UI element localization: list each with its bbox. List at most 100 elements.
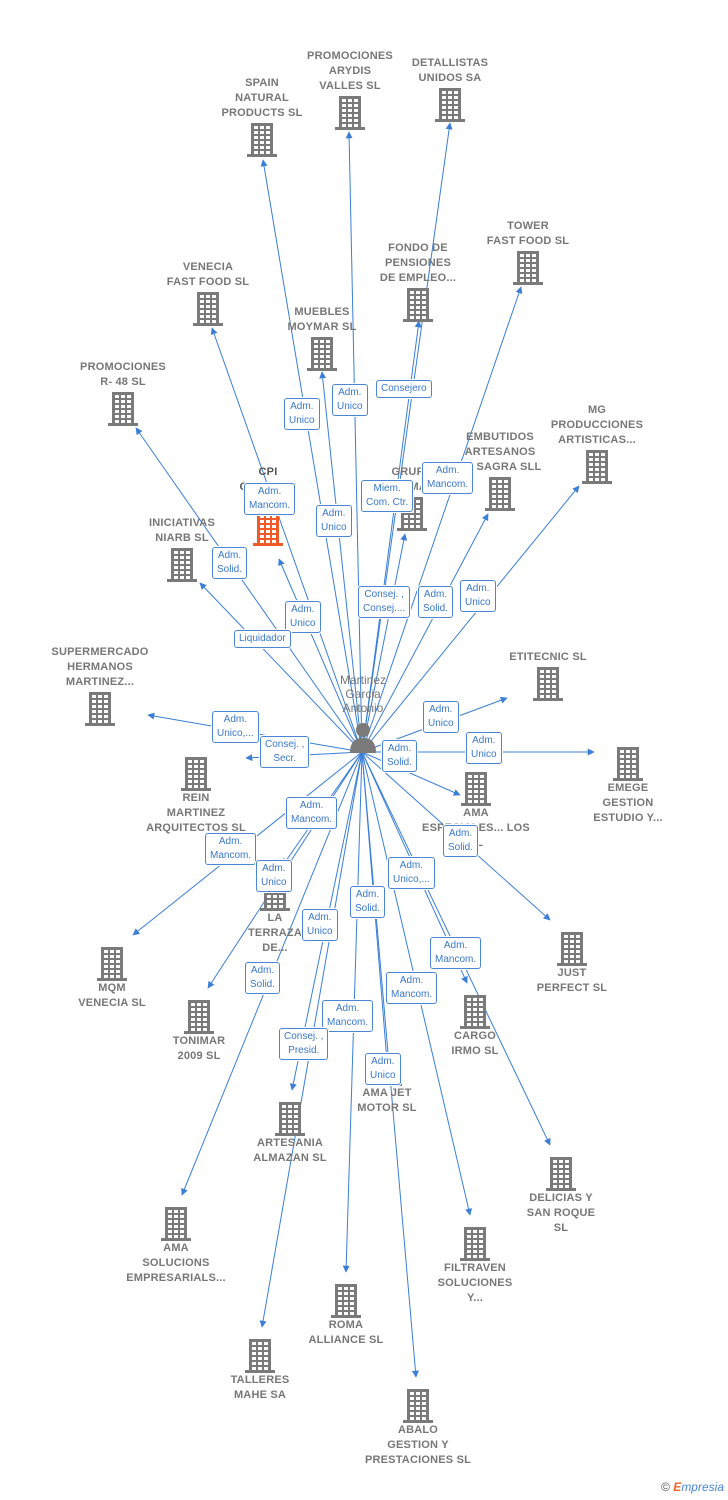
building-icon xyxy=(513,251,543,285)
company-node-emege[interactable]: EMEGE GESTION ESTUDIO Y... xyxy=(568,745,688,826)
building-icon xyxy=(533,667,563,701)
company-node-talleres[interactable]: TALLERES MAHE SA xyxy=(200,1337,320,1403)
company-node-ama_sol[interactable]: AMA SOLUCIONS EMPRESARIALS... xyxy=(116,1205,236,1286)
relation-label-r29[interactable]: Adm. Mancom. xyxy=(322,1000,374,1032)
company-node-supermercado[interactable]: SUPERMERCADO HERMANOS MARTINEZ... xyxy=(40,645,160,726)
company-node-detallistas[interactable]: DETALLISTAS UNIDOS SA xyxy=(390,56,510,122)
company-node-filtraven[interactable]: FILTRAVEN SOLUCIONES Y... xyxy=(415,1225,535,1306)
company-node-mqm[interactable]: MQM VENECIA SL xyxy=(52,945,172,1011)
relation-label-r27[interactable]: Adm. Solid. xyxy=(245,962,281,994)
building-icon xyxy=(108,392,138,426)
company-node-roma[interactable]: ROMA ALLIANCE SL xyxy=(286,1282,406,1348)
company-label: AMA JET MOTOR SL xyxy=(357,1087,417,1114)
building-icon xyxy=(161,1207,191,1241)
company-label: AMA SOLUCIONS EMPRESARIALS... xyxy=(126,1242,226,1284)
building-icon xyxy=(485,477,515,511)
building-icon xyxy=(557,932,587,966)
edge-muebles xyxy=(319,371,363,753)
building-icon xyxy=(193,292,223,326)
company-node-fondo[interactable]: FONDO DE PENSIONES DE EMPLEO... xyxy=(358,241,478,322)
building-icon xyxy=(582,450,612,484)
company-node-abalo[interactable]: ABALO GESTION Y PRESTACIONES SL xyxy=(358,1387,478,1468)
building-icon xyxy=(435,88,465,122)
empresia-credit[interactable]: © Empresia xyxy=(661,1480,724,1494)
company-node-tonimar[interactable]: TONIMAR 2009 SL xyxy=(139,998,259,1064)
edge-iniciativas xyxy=(199,582,363,753)
edge-embutidos xyxy=(361,513,489,753)
company-label: CARGO IRMO SL xyxy=(451,1030,499,1057)
relation-label-r8[interactable]: Adm. Solid. xyxy=(212,547,248,579)
building-icon xyxy=(253,512,283,546)
relation-label-r31[interactable]: Adm. Unico xyxy=(365,1053,401,1085)
building-icon xyxy=(546,1157,576,1191)
relation-label-r28[interactable]: Adm. Mancom. xyxy=(386,972,438,1004)
relation-label-r22[interactable]: Adm. Unico xyxy=(256,860,292,892)
relation-label-r20[interactable]: Adm. Mancom. xyxy=(205,833,257,865)
company-label: REIN MARTINEZ ARQUITECTOS SL xyxy=(146,792,246,834)
relation-label-r13[interactable]: Adm. Unico xyxy=(460,580,496,612)
company-label: MUEBLES MOYMAR SL xyxy=(287,306,357,333)
company-label: MG PRODUCCIONES ARTISTICAS... xyxy=(550,404,644,446)
relation-label-r2[interactable]: Adm. Unico xyxy=(332,384,368,416)
company-label: DELICIAS Y SAN ROQUE SL xyxy=(526,1192,596,1234)
company-node-muebles[interactable]: MUEBLES MOYMAR SL xyxy=(262,305,382,371)
relation-label-r7[interactable]: Adm. Unico xyxy=(316,505,352,537)
relation-label-r26[interactable]: Adm. Mancom. xyxy=(430,937,482,969)
company-node-embutidos[interactable]: EMBUTIDOS ARTESANOS LA SAGRA SLL xyxy=(440,430,560,511)
relation-label-r4[interactable]: Adm. Mancom. xyxy=(244,483,296,515)
person-name: Martinez Garcia Antonio xyxy=(339,673,386,715)
relation-label-r14[interactable]: Adm. Unico,... xyxy=(212,711,259,743)
company-label: ETITECNIC SL xyxy=(509,651,587,663)
relation-label-r9[interactable]: Adm. Unico xyxy=(285,601,321,633)
company-node-cargo[interactable]: CARGO IRMO SL xyxy=(415,993,535,1059)
person-node[interactable]: Martinez Garcia Antonio xyxy=(333,673,393,753)
relation-label-r3[interactable]: Consejero xyxy=(376,380,432,398)
relation-label-r5[interactable]: Adm. Mancom. xyxy=(422,462,474,494)
company-node-delicias[interactable]: DELICIAS Y SAN ROQUE SL xyxy=(501,1155,621,1236)
relation-label-r19[interactable]: Adm. Mancom. xyxy=(286,797,338,829)
relation-label-r15[interactable]: Consej. , Secr. xyxy=(260,736,310,768)
edge-cpi xyxy=(278,558,363,753)
relation-label-r23[interactable]: Adm. Unico,... xyxy=(388,857,435,889)
relation-label-r24[interactable]: Adm. Solid. xyxy=(350,886,386,918)
relation-label-r16[interactable]: Adm. Unico xyxy=(423,701,459,733)
company-label: TONIMAR 2009 SL xyxy=(172,1035,226,1062)
company-node-mg[interactable]: MG PRODUCCIONES ARTISTICAS... xyxy=(537,403,657,484)
relation-label-r17[interactable]: Adm. Solid. xyxy=(382,740,418,772)
company-label: EMEGE GESTION ESTUDIO Y... xyxy=(593,782,663,824)
company-label: PROMOCIONES R- 48 SL xyxy=(80,361,166,388)
relation-label-r11[interactable]: Consej. , Consej.... xyxy=(358,586,411,618)
company-node-promo_r48[interactable]: PROMOCIONES R- 48 SL xyxy=(63,360,183,426)
company-label: ROMA ALLIANCE SL xyxy=(308,1319,384,1346)
relation-label-r6[interactable]: Miem. Com. Ctr. xyxy=(361,480,414,512)
company-node-tower[interactable]: TOWER FAST FOOD SL xyxy=(468,219,588,285)
company-label: ARTESANIA ALMAZAN SL xyxy=(253,1137,327,1164)
building-icon xyxy=(167,548,197,582)
company-label: PROMOCIONES ARYDIS VALLES SL xyxy=(307,50,393,92)
relation-label-r10[interactable]: Liquidador xyxy=(234,630,291,648)
relation-label-r18[interactable]: Adm. Unico xyxy=(466,732,502,764)
building-icon xyxy=(307,337,337,371)
company-node-venecia_ff[interactable]: VENECIA FAST FOOD SL xyxy=(148,260,268,326)
relation-label-r25[interactable]: Adm. Unico xyxy=(302,909,338,941)
company-label: JUST PERFECT SL xyxy=(536,967,608,994)
company-node-just[interactable]: JUST PERFECT SL xyxy=(512,930,632,996)
edge-spain xyxy=(260,159,363,753)
building-icon xyxy=(461,772,491,806)
company-node-arydis[interactable]: PROMOCIONES ARYDIS VALLES SL xyxy=(290,49,410,130)
company-node-etitecnic[interactable]: ETITECNIC SL xyxy=(488,650,608,701)
relation-label-r12[interactable]: Adm. Solid. xyxy=(418,586,454,618)
company-node-rein[interactable]: REIN MARTINEZ ARQUITECTOS SL xyxy=(136,755,256,836)
relation-label-r30[interactable]: Consej. , Presid. xyxy=(279,1028,329,1060)
company-label: TOWER FAST FOOD SL xyxy=(486,220,570,247)
relation-label-r1[interactable]: Adm. Unico xyxy=(284,398,320,430)
company-node-iniciativas[interactable]: INICIATIVAS NIARB SL xyxy=(122,516,242,582)
building-icon xyxy=(85,692,115,726)
company-node-artesania[interactable]: ARTESANIA ALMAZAN SL xyxy=(230,1100,350,1166)
edge-ama_esp xyxy=(361,751,461,796)
relation-label-r21[interactable]: Adm. Solid. xyxy=(443,825,479,857)
company-label: MQM VENECIA SL xyxy=(78,982,146,1009)
building-icon xyxy=(97,947,127,981)
company-node-spain[interactable]: SPAIN NATURAL PRODUCTS SL xyxy=(202,76,322,157)
building-icon xyxy=(181,757,211,791)
